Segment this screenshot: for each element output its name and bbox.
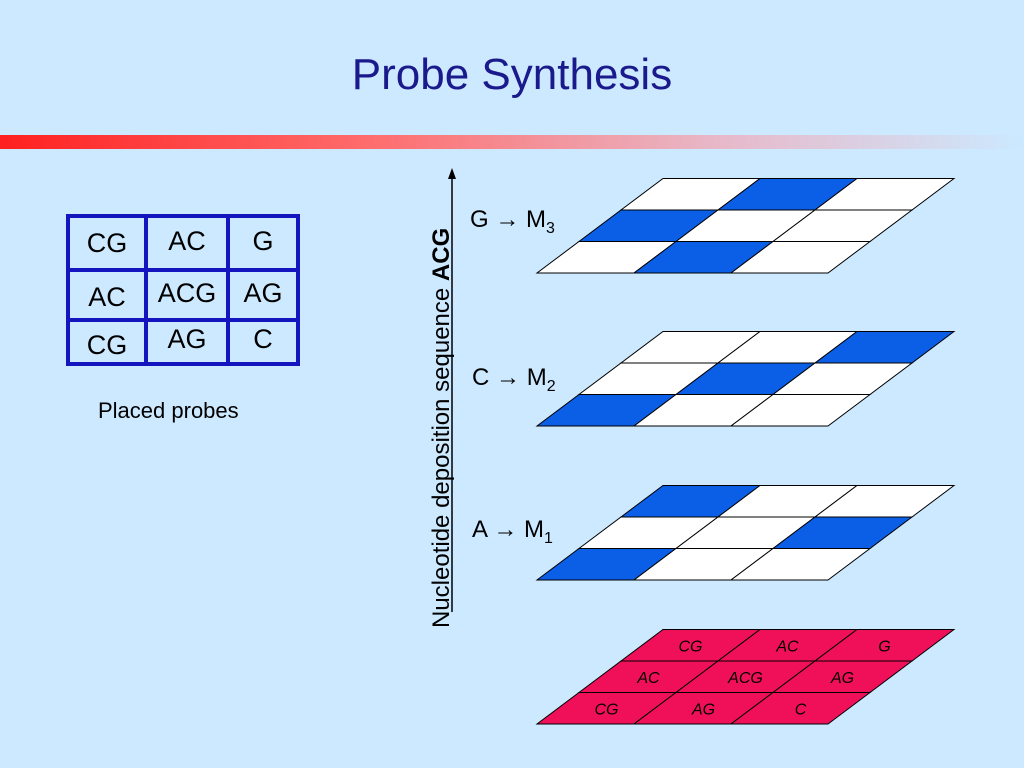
arrow-icon: →	[495, 206, 520, 233]
probe-cell: AC	[144, 214, 230, 272]
arrow-icon: →	[493, 516, 518, 543]
mask-layers	[535, 178, 956, 581]
page-title: Probe Synthesis	[351, 50, 673, 99]
title-divider	[0, 135, 1024, 149]
result-cell-label: G	[878, 638, 890, 655]
probe-cell: C	[226, 318, 300, 366]
placed-probes-grid: CG AC G AC ACG AG CG AG C	[66, 214, 300, 366]
result-cell-label: ACG	[727, 670, 763, 687]
probe-cell: CG	[66, 318, 148, 366]
result-cell-label: AC	[636, 670, 660, 687]
deposition-axis	[448, 168, 456, 612]
result-cell-label: CG	[595, 701, 619, 718]
result-cell-label: CG	[679, 638, 703, 655]
result-cell-label: AC	[775, 638, 799, 655]
result-cell-label: AG	[691, 701, 715, 718]
mask-m3-cell	[729, 241, 872, 274]
mask-m2-cell	[729, 394, 872, 427]
mask-label-g: G → M3	[470, 206, 555, 237]
mask-label-c: C → M2	[472, 364, 556, 395]
placed-probes-caption: Placed probes	[98, 398, 239, 423]
probe-cell: AG	[226, 268, 300, 322]
probe-cell: AG	[144, 318, 230, 366]
result-cell	[729, 692, 872, 725]
result-cell-label: AG	[830, 670, 854, 687]
mask-m1-cell	[729, 548, 872, 581]
mask-label-a: A → M1	[472, 516, 553, 547]
result-cell-label: C	[795, 701, 807, 718]
arrow-icon: →	[496, 364, 521, 391]
